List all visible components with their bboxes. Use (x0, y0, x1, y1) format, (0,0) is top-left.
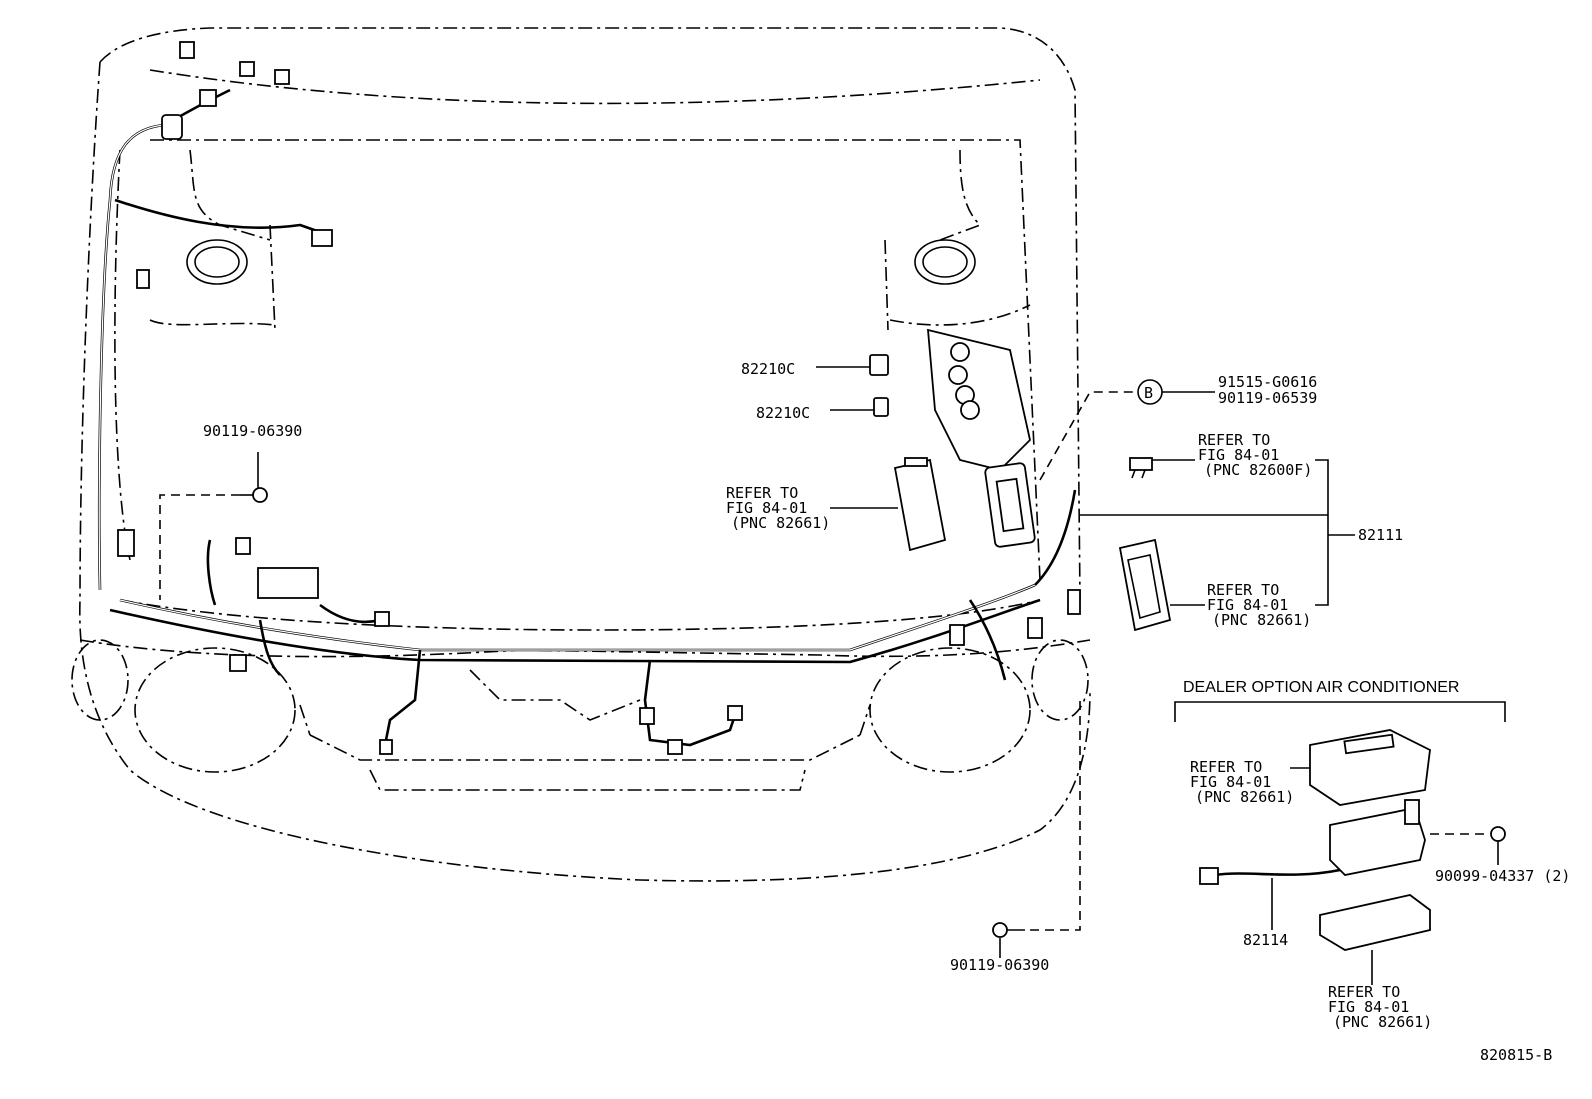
relay-82210c-parts (869, 354, 889, 417)
grommet-icon (161, 114, 183, 140)
label-circle-b: B (1144, 384, 1153, 402)
label-bolt-bottom: 90119-06390 (950, 956, 1049, 974)
connector-icon (199, 89, 217, 107)
dealer-option-group (1174, 701, 1506, 985)
bolt-icon (252, 487, 268, 503)
label-figure-code: 820815-B (1480, 1046, 1552, 1064)
bolt-left (240, 487, 268, 503)
vehicle-body-outline (78, 27, 1091, 882)
relay-icon (873, 397, 889, 417)
connector-icon (1129, 457, 1153, 471)
label-ac-harness: 82114 (1243, 931, 1288, 949)
label-wire-harness: 82111 (1358, 526, 1403, 544)
engine-room-relay-block (926, 328, 1036, 548)
connector-icon (229, 654, 247, 672)
label-bolt-ac: 90099-04337 (2) (1435, 867, 1570, 885)
label-refer-ac-lower-2: FIG 84-01 (1328, 998, 1409, 1016)
fuse-block-main (893, 457, 947, 552)
ac-lower-tray (1319, 894, 1431, 951)
part-labels: 90119-06390 82210C 82210C REFER TO FIG 8… (203, 360, 1570, 1064)
label-relay-2: 82210C (756, 404, 810, 422)
connector-icon (311, 229, 333, 247)
connector-icon (379, 739, 393, 755)
relay-icon (869, 354, 889, 376)
main-wire-harness (98, 88, 1077, 747)
label-dealer-option: DEALER OPTION AIR CONDITIONER (1183, 679, 1459, 696)
radiator-support (299, 669, 871, 791)
connector-icon (274, 69, 290, 85)
label-refer-main-2: FIG 84-01 (726, 499, 807, 517)
label-refer-82600f-1: REFER TO (1198, 431, 1270, 449)
label-refer-ac-lower-1: REFER TO (1328, 983, 1400, 1001)
connector-icon (639, 707, 655, 725)
connector-icon (727, 705, 743, 721)
label-refer-main-3: (PNC 82661) (731, 514, 830, 532)
label-refer-ac-cover-2: FIG 84-01 (1190, 773, 1271, 791)
reference-circle-b (1137, 379, 1163, 405)
connector-icon (136, 269, 150, 289)
leader-lines (257, 366, 1355, 958)
label-refer-main-1: REFER TO (726, 484, 798, 502)
headlamp-left (71, 639, 296, 773)
label-refer-right-1: REFER TO (1207, 581, 1279, 599)
strut-tower-right (914, 239, 976, 285)
ac-fuse-cover (1309, 729, 1431, 806)
label-bolt-pair-1: 91515-G0616 (1218, 373, 1317, 391)
headlamp-right (869, 639, 1089, 773)
relay-bracket-icon (257, 567, 319, 599)
connector-icon (1199, 867, 1219, 885)
label-refer-right-2: FIG 84-01 (1207, 596, 1288, 614)
bolt-icon (992, 922, 1008, 938)
harness-connectors (117, 41, 1081, 755)
connector-icon (1067, 589, 1081, 615)
label-refer-ac-lower-3: (PNC 82661) (1333, 1013, 1432, 1031)
connector-icon (239, 61, 255, 77)
label-bolt-left: 90119-06390 (203, 422, 302, 440)
label-refer-82600f-2: FIG 84-01 (1198, 446, 1279, 464)
label-refer-right-3: (PNC 82661) (1212, 611, 1311, 629)
label-refer-82600f-3: (PNC 82600F) (1204, 461, 1312, 479)
label-refer-ac-cover-1: REFER TO (1190, 758, 1262, 776)
connector-icon (949, 624, 965, 646)
bolt-icon (1490, 826, 1506, 842)
label-bolt-pair-2: 90119-06539 (1218, 389, 1317, 407)
label-relay-1: 82210C (741, 360, 795, 378)
connector-icon (235, 537, 251, 555)
connector-icon (667, 739, 683, 755)
connector-82600f (1129, 457, 1153, 479)
connector-icon (179, 41, 195, 59)
connector-icon (117, 529, 135, 557)
connector-icon (374, 611, 390, 627)
bolt-bottom (992, 922, 1025, 938)
fuse-block-right (1118, 538, 1172, 632)
label-refer-ac-cover-3: (PNC 82661) (1195, 788, 1294, 806)
connector-icon (1027, 617, 1043, 639)
strut-tower-left (186, 239, 248, 285)
